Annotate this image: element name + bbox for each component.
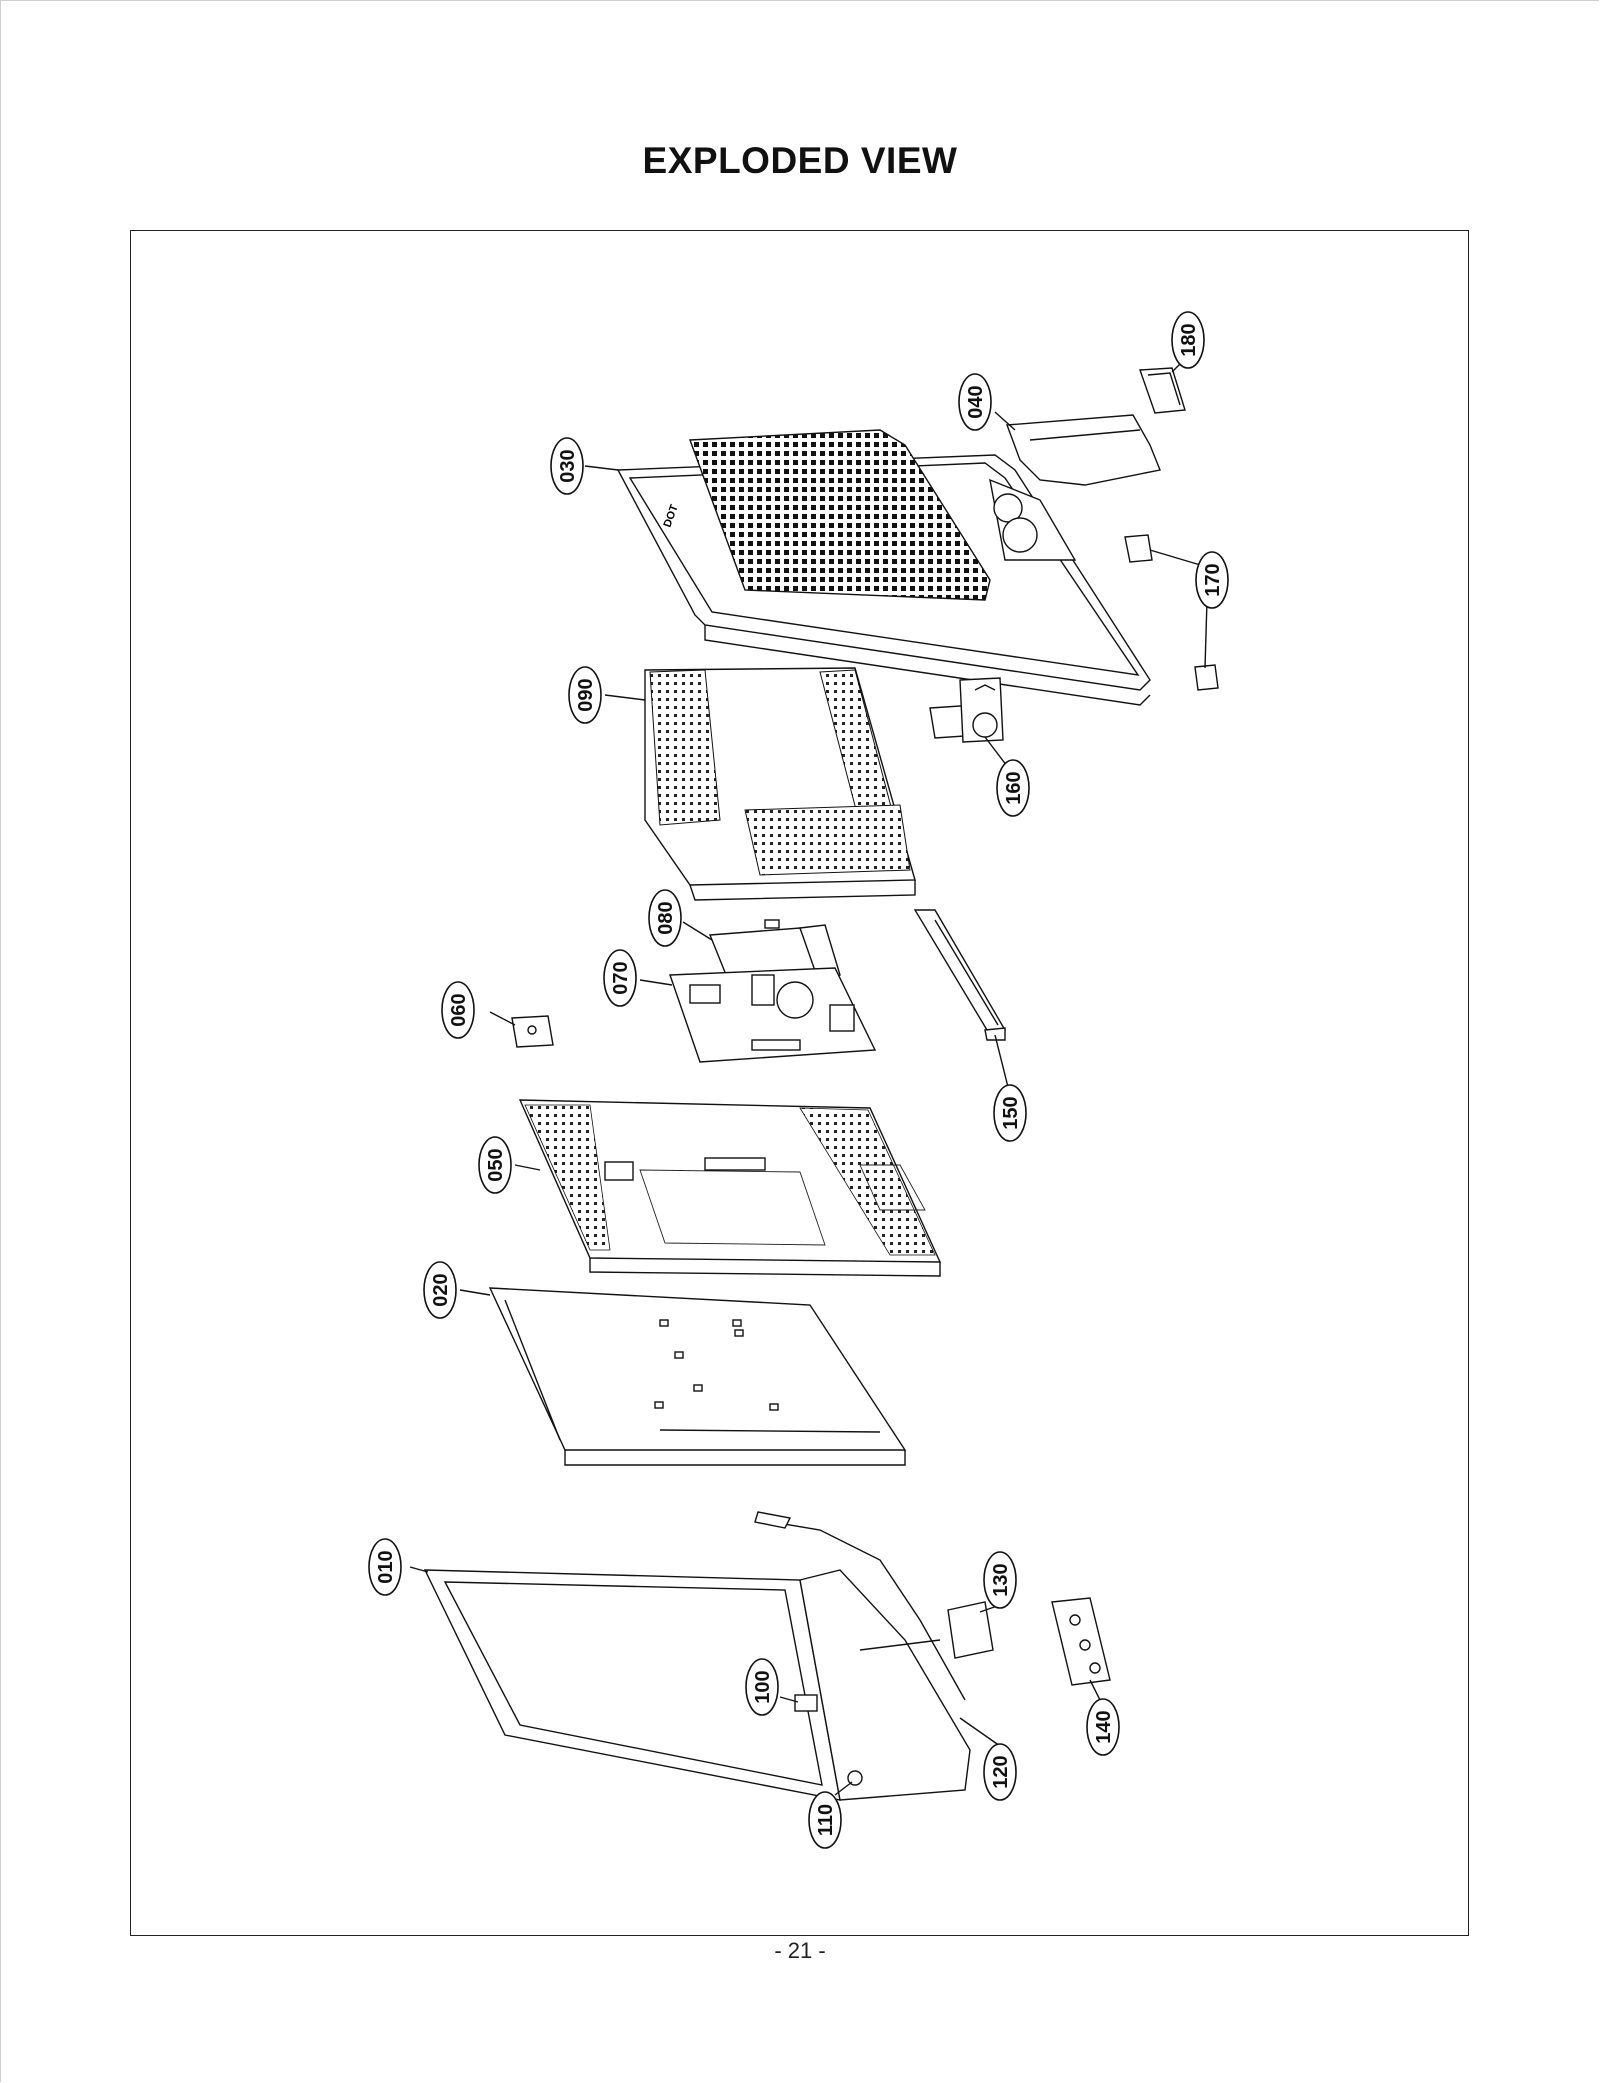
callout-label: 080 [655, 901, 677, 934]
callout-label: 160 [1003, 771, 1025, 804]
callout-150: 150 [993, 1084, 1027, 1142]
part-050-chassis [518, 1099, 942, 1277]
callout-label: 010 [375, 1550, 397, 1583]
callout-label: 040 [965, 385, 987, 418]
part-100-button [794, 1694, 818, 1712]
callout-label: 050 [485, 1148, 507, 1181]
callout-label: 140 [1093, 1710, 1115, 1743]
callout-080: 080 [648, 889, 682, 947]
callout-100: 100 [745, 1658, 779, 1716]
callout-090: 090 [568, 666, 602, 724]
callout-140: 140 [1086, 1698, 1120, 1756]
part-020-lcd-panel [488, 1287, 907, 1466]
part-110-screw [847, 1770, 863, 1786]
part-170-clips [1124, 534, 1219, 691]
callout-030: 030 [550, 437, 584, 495]
callout-label: 120 [990, 1755, 1012, 1788]
callout-label: 180 [1178, 323, 1200, 356]
part-180-cap [1139, 367, 1186, 414]
part-070-power-board [669, 967, 877, 1063]
page-title: EXPLODED VIEW [642, 140, 958, 181]
part-010-front-bezel [423, 1511, 971, 1801]
callout-label: 130 [990, 1563, 1012, 1596]
part-060-bracket [511, 1015, 554, 1048]
callout-label: 070 [610, 961, 632, 994]
callout-050: 050 [478, 1136, 512, 1194]
part-160-hinge [929, 677, 1004, 743]
callout-label: 090 [575, 678, 597, 711]
part-140-control-board [1051, 1597, 1111, 1686]
part-030-back-cover: DOT [616, 429, 1151, 706]
callout-040: 040 [958, 373, 992, 431]
callout-120: 120 [983, 1743, 1017, 1801]
page-number: - 21 - [774, 1938, 826, 1963]
callout-110: 110 [808, 1791, 842, 1849]
callout-label: 100 [752, 1670, 774, 1703]
callout-070: 070 [603, 949, 637, 1007]
callout-180: 180 [1171, 311, 1205, 369]
part-040-stand [1006, 414, 1161, 486]
callout-label: 170 [1202, 563, 1224, 596]
callout-label: 060 [448, 993, 470, 1026]
callout-160: 160 [996, 759, 1030, 817]
part-150-bracket [913, 909, 1007, 1041]
diagram-frame [130, 230, 1469, 1936]
part-130-button-board [947, 1601, 994, 1659]
callout-label: 150 [1000, 1096, 1022, 1129]
callout-130: 130 [983, 1551, 1017, 1609]
callout-010: 010 [368, 1538, 402, 1596]
callout-label: 030 [557, 449, 579, 482]
part-090-shield [644, 667, 916, 901]
callout-060: 060 [441, 981, 475, 1039]
callout-170: 170 [1195, 551, 1229, 609]
callout-020: 020 [423, 1261, 457, 1319]
callout-label: 020 [430, 1273, 452, 1306]
callout-label: 110 [815, 1804, 837, 1836]
